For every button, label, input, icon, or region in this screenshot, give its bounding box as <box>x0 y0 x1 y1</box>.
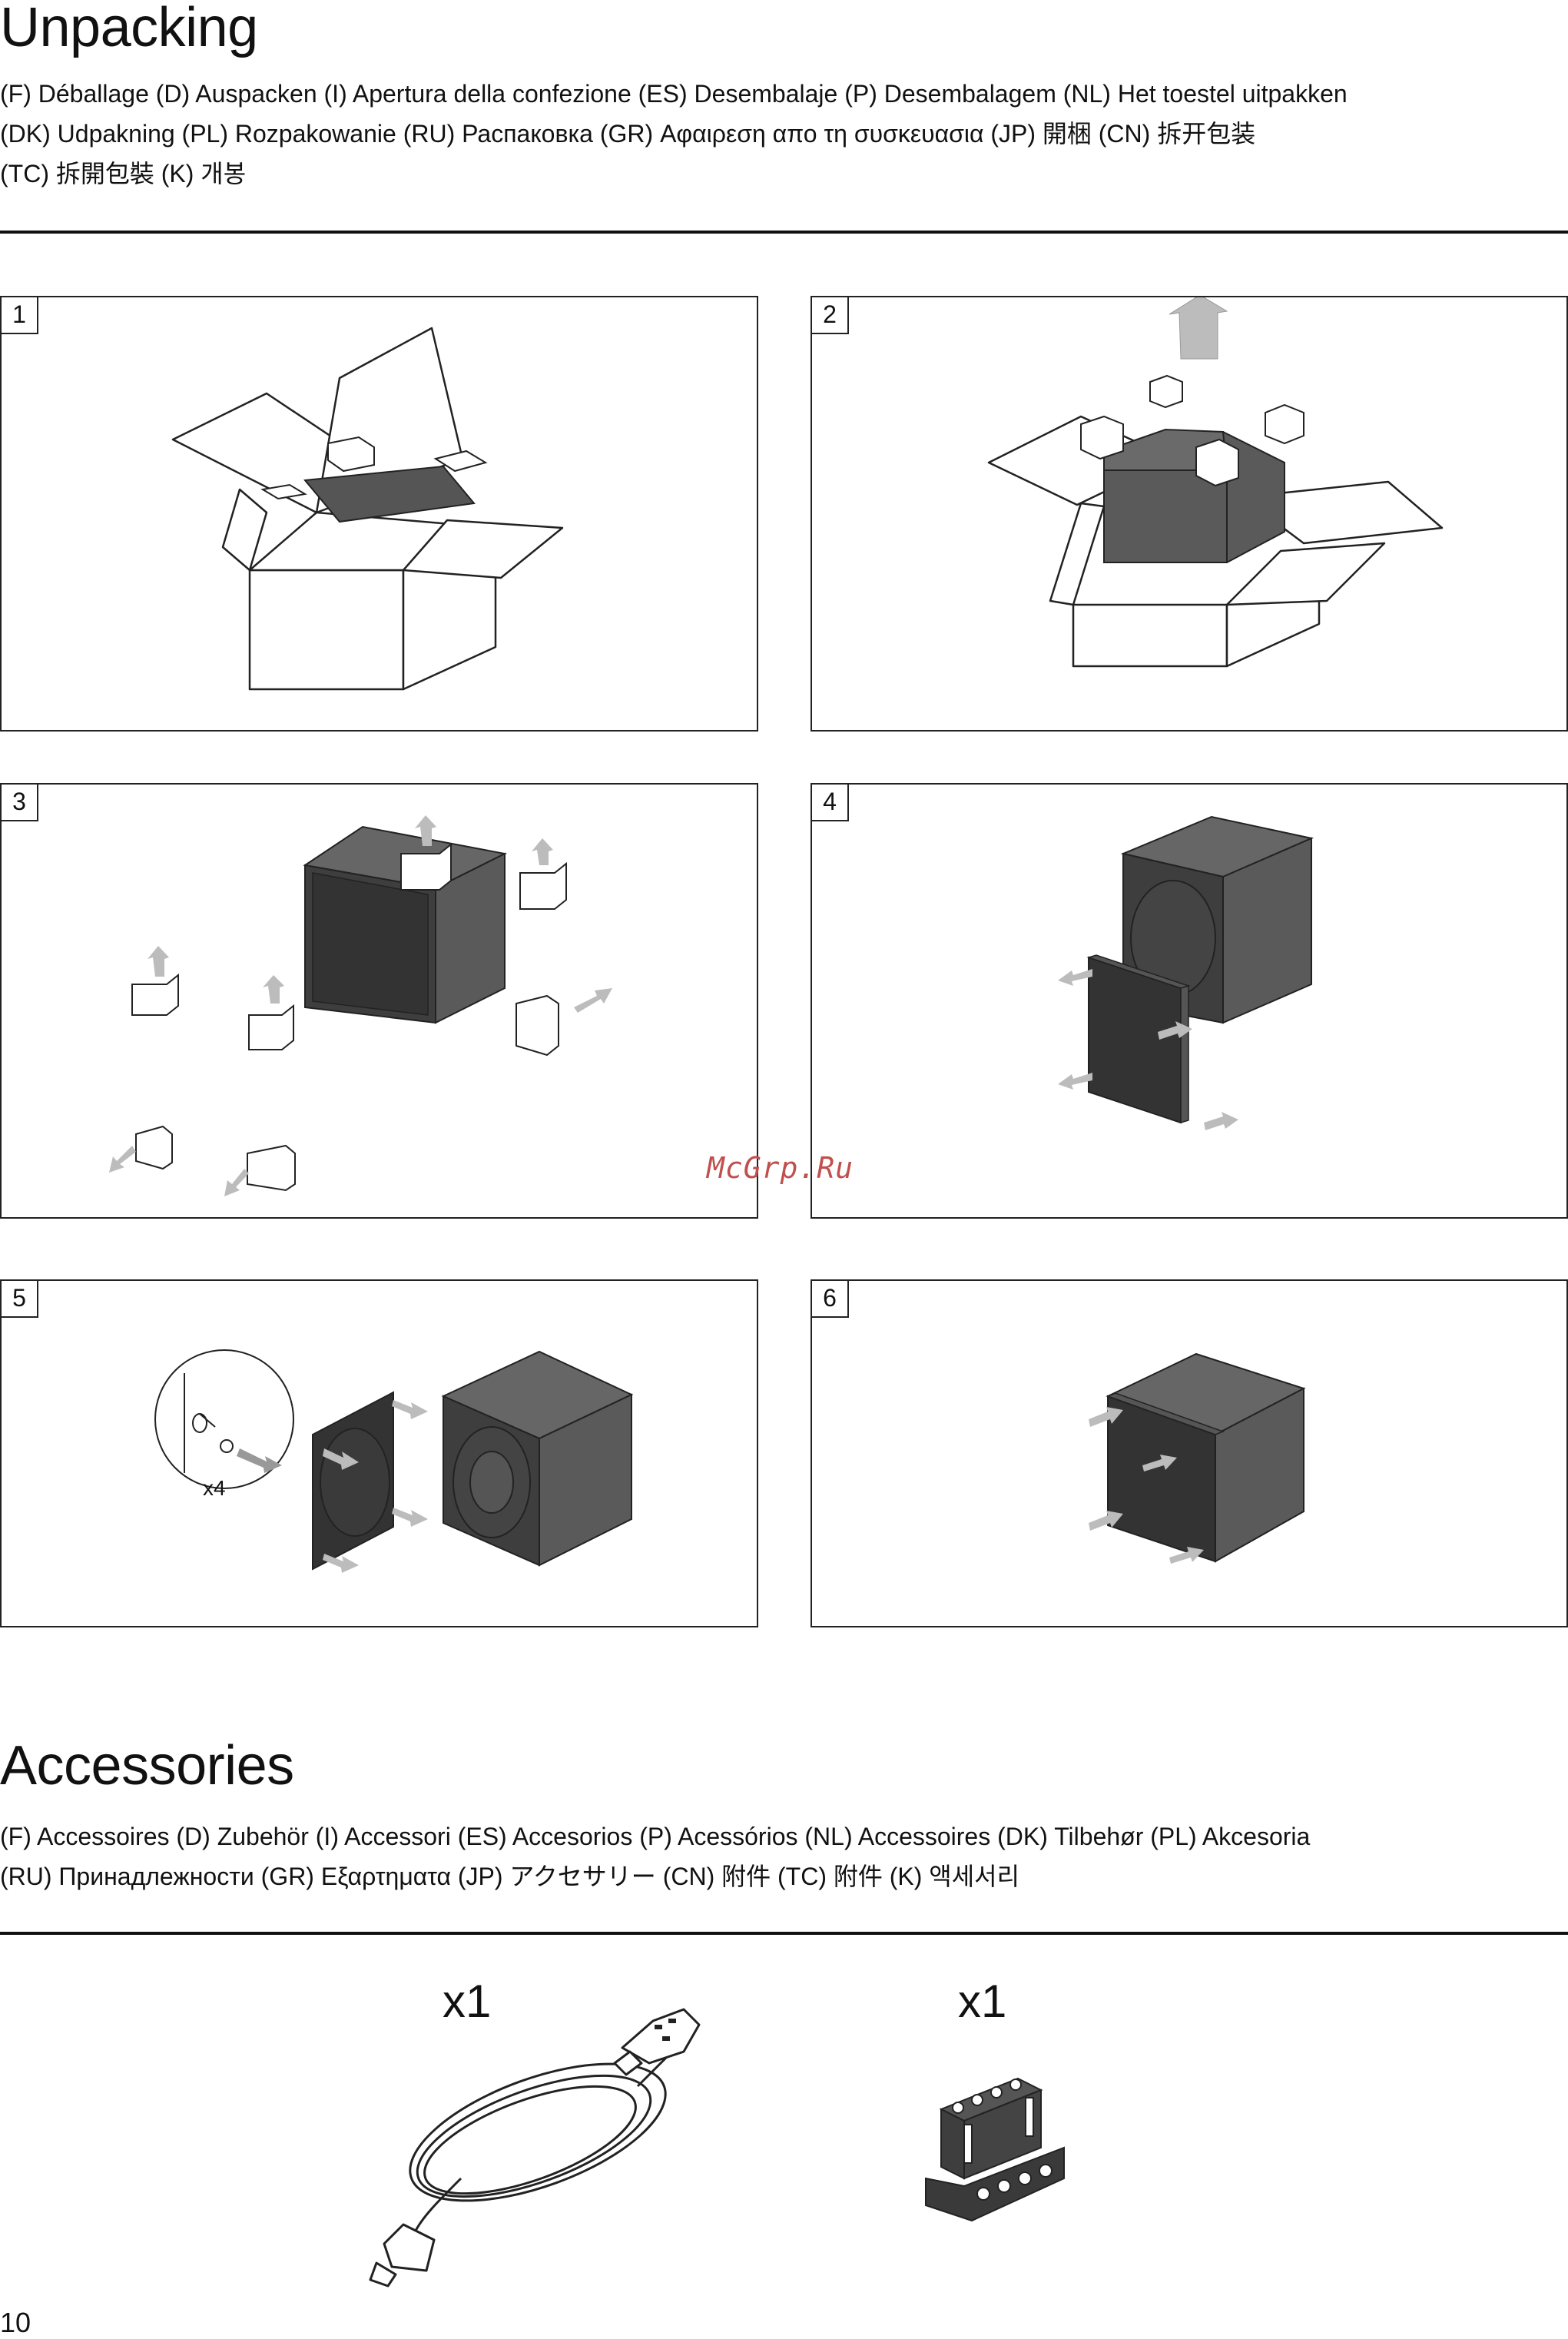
step-number: 3 <box>2 785 38 821</box>
connector-quantity: x1 <box>958 1976 1007 2027</box>
step-panel-1: 1 <box>0 296 758 732</box>
translation-line: (F) Accessoires (D) Zubehör (I) Accessor… <box>0 1823 1311 1850</box>
step-number: 5 <box>2 1281 38 1318</box>
remove-grille-illustration <box>1058 815 1314 1130</box>
section-divider <box>0 1932 1568 1935</box>
lift-product-illustration <box>987 297 1444 668</box>
screw-count-label: x4 <box>203 1476 226 1500</box>
accessories-title: Accessories <box>0 1735 294 1797</box>
step-number: 1 <box>2 297 38 334</box>
translation-line: (F) Déballage (D) Auspacken (I) Apertura… <box>0 80 1348 108</box>
attach-grille-illustration <box>154 1349 634 1573</box>
accessories-translations: (F) Accessoires (D) Zubehör (I) Accessor… <box>0 1816 1310 1896</box>
power-cord-icon <box>369 2008 701 2288</box>
section-divider <box>0 231 1568 234</box>
step-number: 2 <box>812 297 849 334</box>
translation-line: (RU) Принадлежности (GR) Εξαρτηματα (JP)… <box>0 1863 1020 1890</box>
remove-packing-illustration <box>109 815 612 1196</box>
step-panel-2: 2 <box>811 296 1568 732</box>
unpacking-title: Unpacking <box>0 0 258 58</box>
page-number: 10 <box>0 2307 31 2338</box>
watermark: McGrp.Ru <box>707 1151 854 1185</box>
terminal-connector-icon <box>925 2077 1065 2222</box>
translation-line: (DK) Udpakning (PL) Rozpakowanie (RU) Ра… <box>0 120 1256 148</box>
translation-line: (TC) 拆開包裝 (K) 개봉 <box>0 160 247 187</box>
step-panel-3: 3 <box>0 783 758 1219</box>
step-number: 6 <box>812 1281 849 1318</box>
step-panel-5: 5 x4 <box>0 1279 758 1627</box>
step-number: 4 <box>812 785 849 821</box>
open-box-illustration <box>171 327 564 691</box>
unpacking-translations: (F) Déballage (D) Auspacken (I) Apertura… <box>0 74 1348 194</box>
power-cord-quantity: x1 <box>443 1976 492 2027</box>
step-panel-6: 6 <box>811 1279 1568 1627</box>
step-panel-4: 4 <box>811 783 1568 1219</box>
assembled-subwoofer-illustration <box>1089 1352 1306 1564</box>
